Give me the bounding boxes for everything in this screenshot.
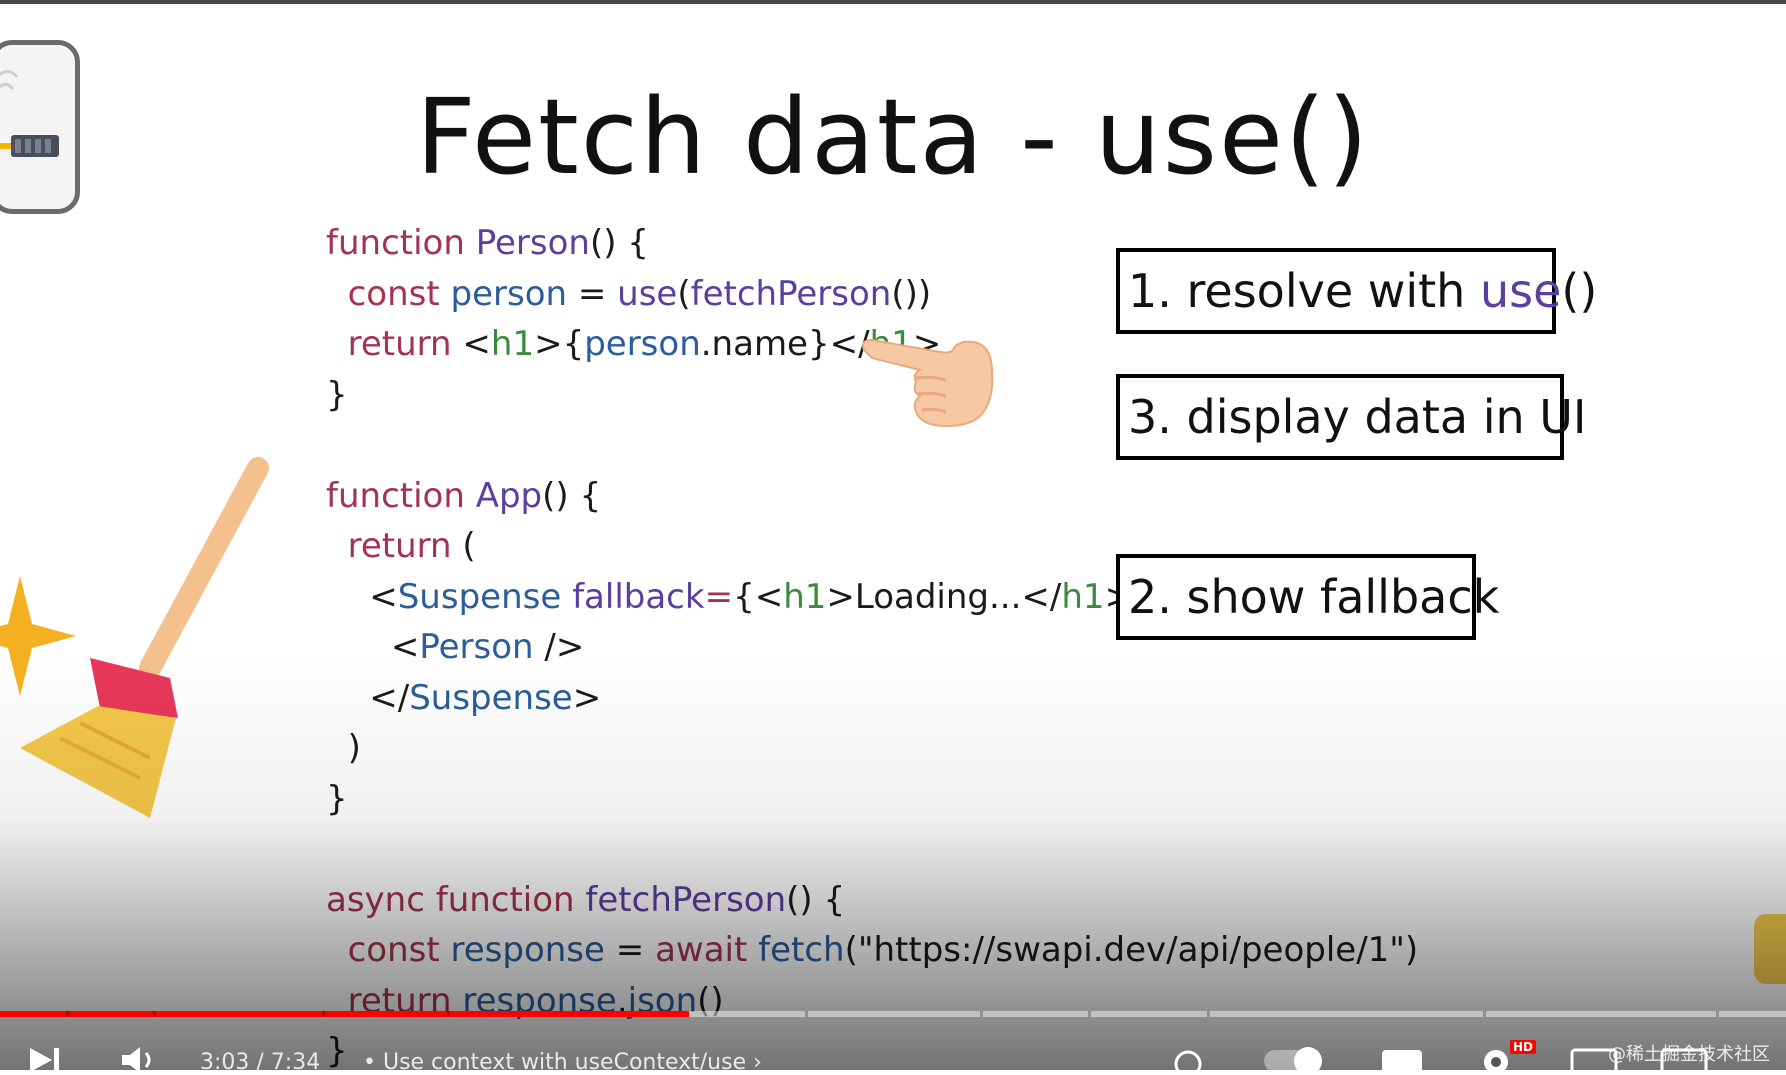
channel-logo — [1754, 914, 1786, 984]
chapter-separator: • — [356, 1050, 383, 1075]
code-line: const person = use(fetchPerson()) — [326, 269, 1418, 320]
code-token: ( — [462, 526, 476, 566]
device-icon — [0, 70, 59, 157]
code-token: ) — [326, 728, 361, 768]
code-token: = — [567, 273, 618, 314]
code-line: } — [326, 370, 1418, 421]
code-token: await — [655, 930, 759, 970]
code-token: () { — [589, 223, 649, 263]
code-token: fetch — [758, 930, 845, 970]
step-label: 2. show fallback — [1128, 570, 1500, 624]
code-token: fetchPerson — [690, 273, 892, 314]
code-token: </ — [326, 677, 410, 718]
code-token: Person — [475, 223, 590, 263]
code-token: function — [326, 475, 476, 516]
code-token: person — [584, 324, 701, 364]
code-token: } — [326, 1031, 348, 1070]
code-token: return — [326, 526, 463, 566]
duration: 7:34 — [270, 1050, 321, 1075]
code-token: person — [450, 273, 568, 314]
code-token: Person — [419, 627, 534, 667]
settings-icon[interactable] — [1478, 1044, 1518, 1074]
chevron-right-icon: › — [753, 1050, 762, 1075]
step-suffix: () — [1561, 264, 1598, 318]
code-token: use — [617, 273, 678, 314]
time-separator: / — [249, 1050, 271, 1075]
code-token: async function — [326, 879, 586, 920]
chapter-link[interactable]: • Use context with useContext/use › — [356, 1050, 762, 1075]
code-token: } — [326, 374, 348, 415]
code-token: () { — [542, 475, 602, 516]
step-box-display: 3. display data in UI — [1116, 374, 1587, 460]
code-token: ( — [677, 273, 691, 314]
subtitles-icon[interactable] — [1168, 1046, 1208, 1074]
step-label: 3. display data in UI — [1128, 390, 1587, 444]
code-token: h1 — [783, 576, 827, 617]
code-token: >Loading...</ — [826, 576, 1062, 617]
code-token: const — [326, 930, 451, 970]
code-token: > — [572, 677, 602, 718]
step-highlight: use — [1479, 264, 1562, 318]
code-line: function Person() { — [326, 218, 1418, 269]
code-line: } — [326, 774, 1418, 825]
progress-bar[interactable] — [0, 1011, 1786, 1017]
next-icon[interactable] — [28, 1046, 64, 1074]
code-token: fetchPerson — [585, 879, 787, 920]
code-token: h1 — [1061, 576, 1105, 617]
code-token: h1 — [490, 324, 535, 364]
code-line: return <h1>{person.name}</h1> — [326, 319, 1418, 370]
code-token: < — [326, 576, 398, 617]
step-box-resolve: 1. resolve with use() — [1116, 248, 1597, 334]
code-line: const response = await fetch("https://sw… — [326, 925, 1419, 976]
captions-icon[interactable] — [1380, 1048, 1424, 1074]
code-token: /> — [533, 627, 585, 667]
code-line: function App() { — [326, 471, 1418, 522]
code-token: < — [326, 627, 420, 667]
code-token: fallback — [572, 576, 705, 617]
webcam-overlay — [0, 40, 80, 214]
code-token: } — [326, 778, 348, 819]
autoplay-toggle[interactable] — [1264, 1047, 1322, 1075]
progress-played — [0, 1011, 690, 1017]
code-token: Suspense — [397, 576, 573, 617]
time-display: 3:03 / 7:34 — [200, 1050, 320, 1075]
code-token: return — [326, 324, 463, 364]
miniplayer-icon[interactable] — [1570, 1046, 1618, 1074]
theater-icon[interactable] — [1660, 1046, 1708, 1074]
code-token: const — [326, 273, 451, 314]
code-token: >{ — [534, 324, 585, 364]
code-line: </Suspense> — [326, 673, 1418, 724]
pointing-hand-icon — [862, 338, 994, 428]
video-frame[interactable]: Fetch data - use() function Person() { c… — [0, 4, 1786, 1070]
code-token: .name}</ — [700, 324, 870, 364]
slide-title: Fetch data - use() — [415, 76, 1371, 198]
code-token: () { — [786, 879, 846, 920]
code-line: return response.json() — [326, 976, 1418, 1027]
code-line: <Suspense fallback={<h1>Loading...</h1>}… — [326, 572, 1418, 623]
code-token: Suspense — [409, 677, 573, 718]
code-token: = — [604, 930, 656, 970]
code-token: {< — [733, 576, 784, 617]
step-label: 1. resolve with — [1128, 264, 1480, 318]
code-token: response — [450, 930, 605, 970]
code-token: function — [326, 223, 476, 263]
chapter-title: Use context with useContext/use — [382, 1050, 747, 1075]
sparkle-icon — [0, 576, 76, 696]
code-line: ) — [326, 723, 1418, 774]
code-line: async function fetchPerson() { — [326, 875, 1418, 926]
code-line — [326, 824, 1418, 875]
code-token: = — [704, 576, 734, 617]
hd-badge: HD — [1510, 1040, 1537, 1054]
code-token: ()) — [891, 273, 932, 314]
code-line: return ( — [326, 521, 1418, 572]
code-token: ("https://swapi.dev/api/people/1") — [844, 930, 1419, 970]
watermark: @稀土掘金技术社区 — [1608, 1044, 1770, 1065]
step-box-fallback: 2. show fallback — [1116, 554, 1499, 640]
current-time: 3:03 — [200, 1050, 250, 1075]
window-top-edge — [0, 0, 1786, 4]
code-token: App — [475, 475, 543, 516]
code-token: < — [462, 324, 491, 364]
volume-icon[interactable] — [120, 1046, 164, 1074]
